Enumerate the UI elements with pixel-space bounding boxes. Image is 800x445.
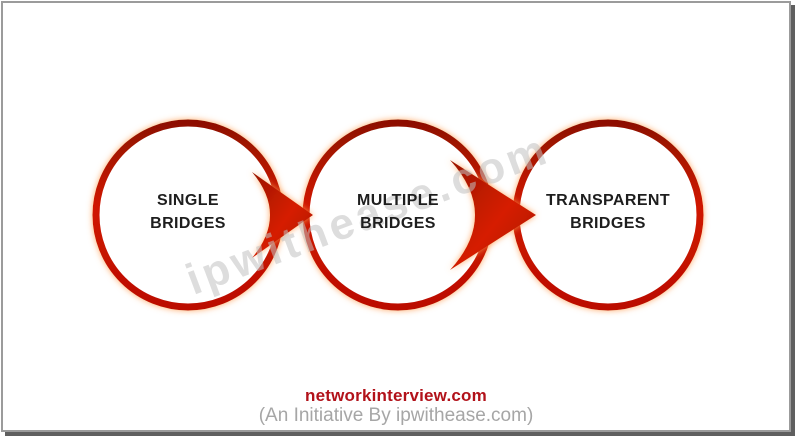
flow-arrow-2 (450, 160, 536, 270)
flow-arrow-1 (252, 172, 313, 258)
footer-site-name: networkinterview.com (305, 386, 487, 405)
slide-frame: ipwithease.com SINGLE BRIDGES MULTIPLE B… (1, 1, 791, 432)
label-single-bridges: SINGLE BRIDGES (150, 192, 226, 232)
label-transparent-bridges: TRANSPARENT BRIDGES (545, 192, 671, 232)
label-multiple-bridges: MULTIPLE BRIDGES (356, 192, 439, 232)
bridges-flow-diagram (92, 119, 704, 311)
footer-tagline: (An Initiative By ipwithease.com) (258, 405, 534, 426)
